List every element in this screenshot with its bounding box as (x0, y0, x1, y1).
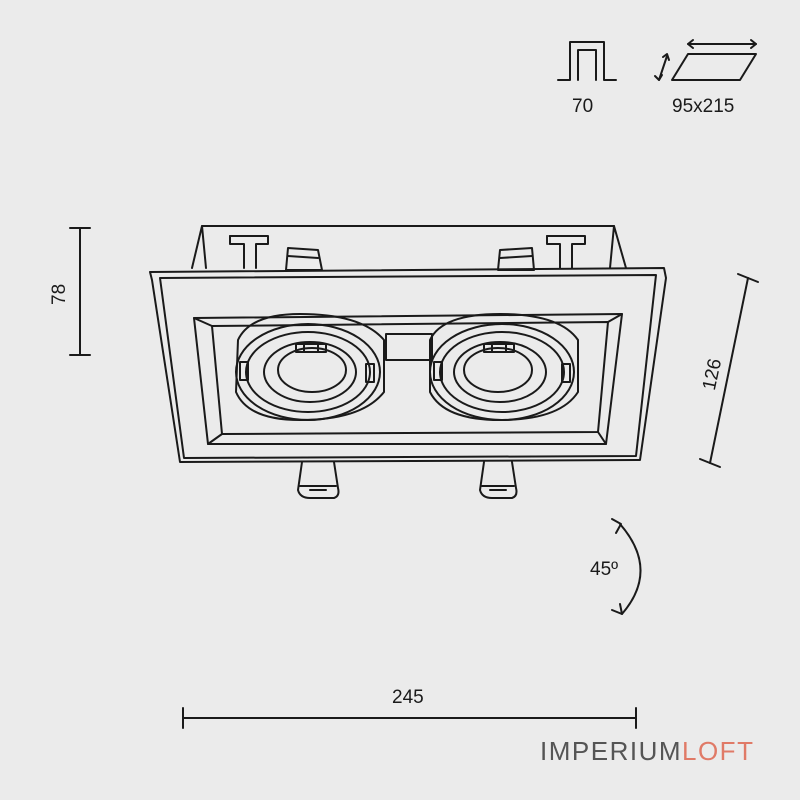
bottom-tab-right (479, 461, 518, 499)
length-label: 245 (392, 687, 424, 708)
top-tab-right (497, 247, 535, 271)
spring-clip-left (229, 235, 269, 269)
brand-part-2: LOFT (682, 736, 755, 766)
length-dimension-line (182, 707, 637, 729)
top-tab-left (285, 247, 323, 271)
outer-frame (149, 267, 667, 463)
brand-part-1: IMPERIUM (540, 736, 682, 766)
fixture-drawing (149, 225, 667, 499)
brand-logo: IMPERIUMLOFT (540, 738, 754, 764)
lamp-holder-right (429, 313, 579, 421)
rotation-arrow-icon (611, 518, 642, 615)
rear-housing (191, 225, 627, 269)
height-dimension-line (69, 227, 91, 356)
tilt-angle-label: 45º (590, 559, 619, 580)
mounting-depth-icon (557, 41, 617, 81)
cutout-size-icon (654, 39, 757, 81)
height-label: 78 (49, 283, 70, 305)
spring-clip-right (546, 235, 586, 269)
lamp-holder-left (235, 313, 385, 421)
depth-label: 70 (572, 96, 594, 117)
width-dimension-line (699, 273, 759, 468)
bottom-tab-left (297, 461, 340, 499)
cutout-label: 95x215 (672, 96, 735, 117)
